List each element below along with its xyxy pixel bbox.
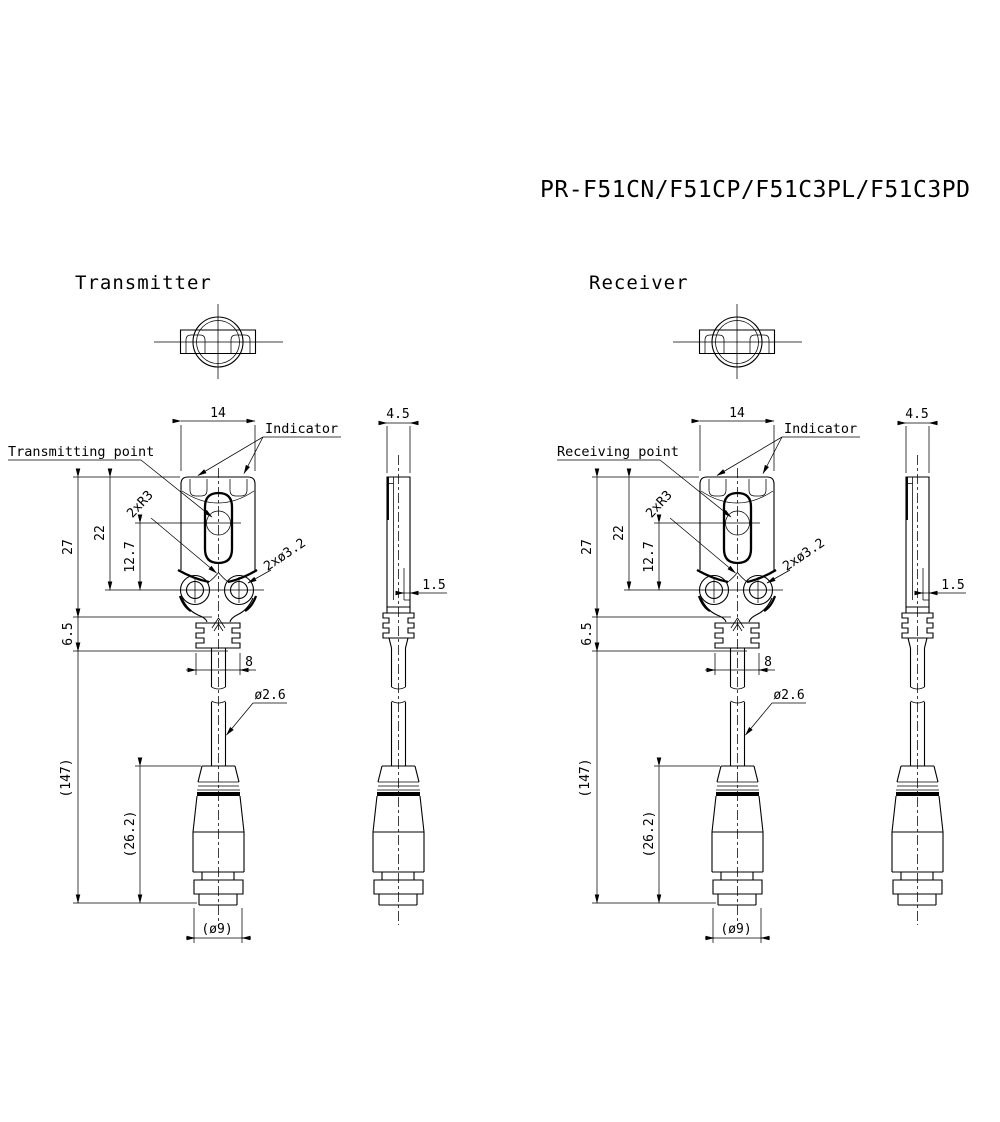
dim-connector-diameter: (ø9) [201,922,232,937]
indicator-label: Indicator [265,421,338,437]
page-title: PR-F51CN/F51CP/F51C3PL/F51C3PD [540,177,970,203]
dim-connector-diameter: (ø9) [720,922,751,937]
transmitter-section-label: Transmitter [75,272,212,294]
receiver-section-label: Receiver [589,272,689,294]
dim-body-depth: 4.5 [386,407,409,422]
dim-cable-diameter: ø2.6 [254,688,285,703]
dim-body-depth: 4.5 [905,407,928,422]
transmitting-point-label: Transmitting point [8,444,154,460]
dim-hole-diameter: 2xø3.2 [780,536,827,575]
dim-strain-relief: 6.5 [580,622,595,645]
dim-step-depth: 1.5 [422,578,445,593]
dim-point-to-hole: 12.7 [123,541,138,572]
dim-connector-length: (26.2) [123,811,138,858]
dim-hole-diameter: 2xø3.2 [261,536,308,575]
dim-step-depth: 1.5 [941,578,964,593]
dim-connector-length: (26.2) [642,811,657,858]
dim-cable-length: (147) [578,758,593,797]
dim-corner-radius: 2xR3 [124,488,156,521]
dim-body-width: 14 [210,406,226,421]
dim-strain-relief: 6.5 [61,622,76,645]
dim-body-height: 27 [61,539,76,555]
dim-cable-diameter: ø2.6 [773,688,804,703]
dim-point-to-hole: 12.7 [642,541,657,572]
dim-body-height: 27 [580,539,595,555]
receiver-unit: Receiver Receiving point Indicator 14 27… [557,272,966,943]
dim-neck-width: 8 [764,655,772,670]
receiving-point-label: Receiving point [557,444,679,460]
indicator-label: Indicator [784,421,857,437]
transmitter-unit: Transmitter Transmitting point Indicator… [8,272,447,943]
dim-body-width: 14 [729,406,745,421]
dim-top-to-hole: 22 [612,525,627,541]
dim-top-to-hole: 22 [93,525,108,541]
dim-neck-width: 8 [245,655,253,670]
dim-corner-radius: 2xR3 [643,488,675,521]
dim-cable-length: (147) [59,758,74,797]
